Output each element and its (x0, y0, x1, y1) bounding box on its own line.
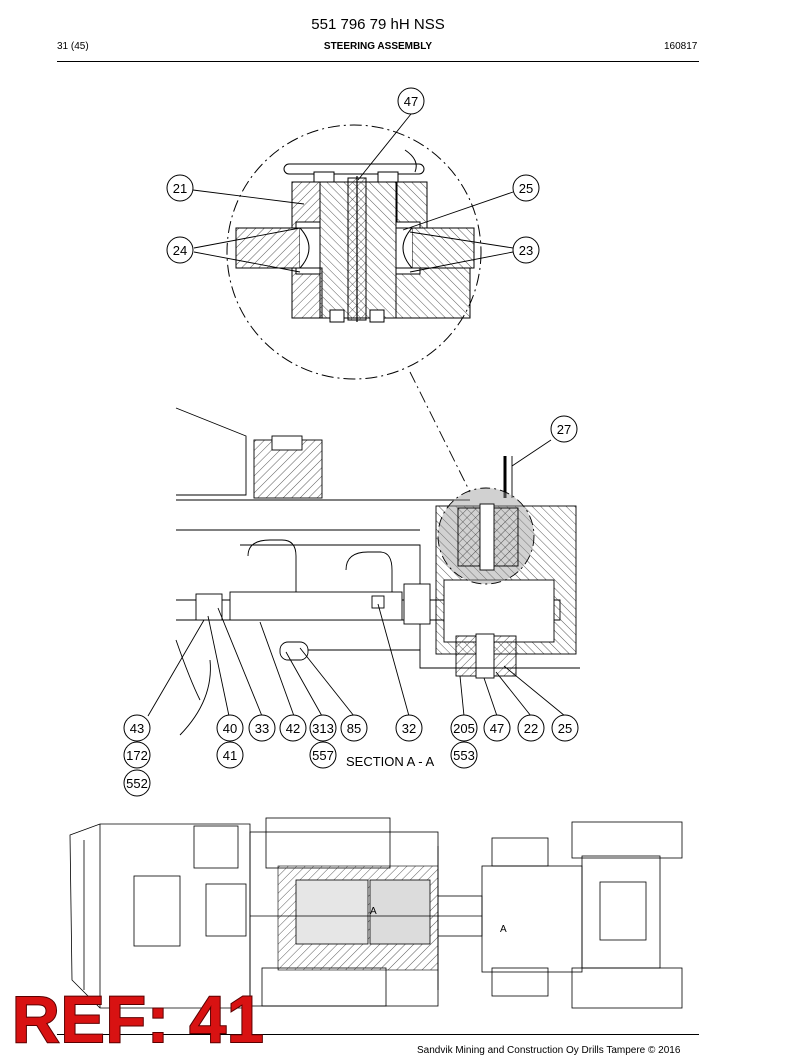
page-index: 31 (45) (57, 41, 89, 52)
balloon: 25 (551, 714, 579, 742)
section-title: STEERING ASSEMBLY (323, 41, 433, 52)
machine-overview: A A (69, 817, 683, 1009)
balloon: 42 (279, 714, 307, 742)
svg-text:172: 172 (126, 748, 148, 763)
svg-text:313: 313 (312, 721, 334, 736)
balloon: 23 (512, 236, 540, 264)
balloon: 313 (309, 714, 337, 742)
svg-text:41: 41 (223, 748, 237, 763)
balloon: 33 (248, 714, 276, 742)
detail-leaders (192, 113, 514, 493)
svg-text:552: 552 (126, 776, 148, 791)
balloon: 25 (512, 174, 540, 202)
balloon: 43 (123, 714, 151, 742)
svg-text:553: 553 (453, 748, 475, 763)
section-leaders (147, 439, 566, 717)
detail-view (226, 124, 482, 380)
svg-text:47: 47 (404, 94, 418, 109)
svg-text:85: 85 (347, 721, 361, 736)
svg-text:A: A (500, 924, 507, 935)
section-view (175, 407, 580, 736)
balloons: 47 21 25 24 23 27 43 172 552 40 41 33 42… (123, 87, 579, 797)
balloon: 22 (517, 714, 545, 742)
ref-stamp: REF: 41 (11, 982, 265, 1056)
svg-text:23: 23 (519, 243, 533, 258)
svg-text:33: 33 (255, 721, 269, 736)
svg-text:43: 43 (130, 721, 144, 736)
balloon: 27 (550, 415, 578, 443)
balloon: 32 (395, 714, 423, 742)
balloon: 552 (123, 769, 151, 797)
balloon: 40 (216, 714, 244, 742)
svg-text:27: 27 (557, 422, 571, 437)
svg-text:25: 25 (558, 721, 572, 736)
section-caption: SECTION A - A (346, 754, 434, 769)
balloon: 41 (216, 741, 244, 769)
balloon: 24 (166, 236, 194, 264)
svg-text:21: 21 (173, 181, 187, 196)
svg-text:22: 22 (524, 721, 538, 736)
svg-text:32: 32 (402, 721, 416, 736)
svg-text:42: 42 (286, 721, 300, 736)
balloon: 172 (123, 741, 151, 769)
svg-text:A: A (370, 906, 377, 917)
document-number: 551 796 79 hH NSS (311, 16, 445, 33)
svg-text:205: 205 (453, 721, 475, 736)
header-rule (57, 61, 699, 62)
footer-rule (57, 1034, 699, 1035)
balloon: 21 (166, 174, 194, 202)
svg-text:24: 24 (173, 243, 187, 258)
balloon: 47 (397, 87, 425, 115)
svg-text:557: 557 (312, 748, 334, 763)
svg-text:25: 25 (519, 181, 533, 196)
balloon: 85 (340, 714, 368, 742)
svg-text:40: 40 (223, 721, 237, 736)
balloon: 205 (450, 714, 478, 742)
balloon: 47 (483, 714, 511, 742)
date-code: 160817 (664, 41, 698, 52)
balloon: 553 (450, 741, 478, 769)
balloon: 557 (309, 741, 337, 769)
footer-copyright: Sandvik Mining and Construction Oy Drill… (417, 1045, 681, 1056)
svg-text:47: 47 (490, 721, 504, 736)
